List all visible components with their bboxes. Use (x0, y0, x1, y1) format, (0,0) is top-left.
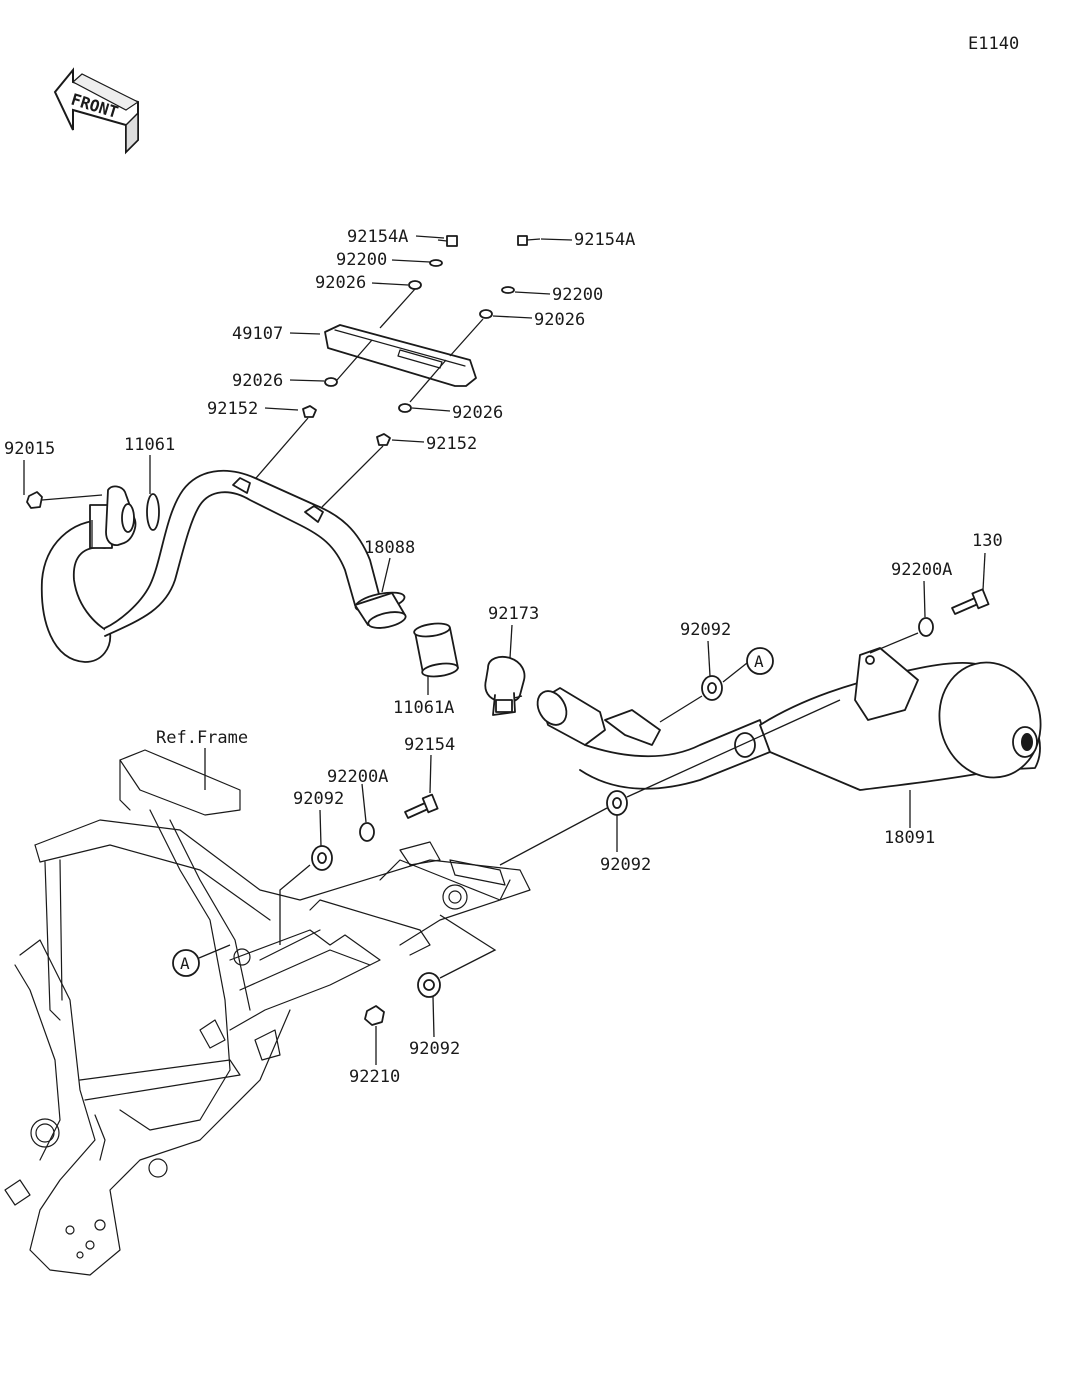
label-92026-bottom-right: 92026 (452, 403, 503, 423)
leader-92200A-upper (923, 580, 926, 618)
nut-92210[interactable] (364, 1005, 385, 1026)
label-92154A-left: 92154A (347, 227, 408, 247)
washer-92200-right[interactable] (501, 286, 515, 294)
leader-damper-left (279, 864, 311, 945)
diagram-code: E1140 (968, 34, 1019, 54)
label-92092-right: 92092 (600, 855, 651, 875)
damper-92092-lower[interactable] (417, 972, 441, 998)
muffler-18091[interactable] (532, 647, 1054, 791)
washer-92200A-lower[interactable] (359, 822, 375, 842)
leader-92092-left (319, 809, 322, 847)
header-pipe-18088[interactable] (40, 469, 407, 663)
damper-92092-right[interactable] (606, 790, 628, 816)
label-92173: 92173 (488, 604, 539, 624)
callout-a-top (746, 647, 774, 675)
ref-frame-label: Ref.Frame (156, 728, 248, 748)
label-92015: 92015 (4, 439, 55, 459)
label-92154: 92154 (404, 735, 455, 755)
leader-damper-right-muffler (626, 699, 841, 798)
nut-92152-left[interactable] (302, 405, 317, 418)
label-92152-left: 92152 (207, 399, 258, 419)
bolt-92154[interactable] (404, 793, 439, 819)
heat-guard-49107[interactable] (324, 324, 477, 387)
label-92152-right: 92152 (426, 434, 477, 454)
sleeve-gasket-11061A[interactable] (413, 622, 459, 679)
bolt-92154A-right[interactable] (517, 235, 541, 246)
callout-a-bottom (172, 949, 200, 977)
label-18088: 18088 (364, 538, 415, 558)
nut-92152-right[interactable] (376, 433, 391, 446)
label-92154A-right: 92154A (574, 230, 635, 250)
leader-130 (982, 552, 986, 591)
bolt-92154A-left[interactable] (437, 235, 458, 247)
label-18091: 18091 (884, 828, 935, 848)
front-arrow-icon: FRONT (53, 67, 140, 155)
callout-a-top-label: A (754, 652, 764, 671)
clamp-92173[interactable] (484, 655, 526, 716)
leader-callout-a-bottom (198, 944, 231, 959)
label-130: 130 (972, 531, 1003, 551)
label-92092-left: 92092 (293, 789, 344, 809)
gasket-11061[interactable] (146, 493, 160, 531)
callout-a-bottom-label: A (180, 954, 190, 973)
leader-damper-muffler (659, 695, 703, 723)
grommet-92026-top-right[interactable] (479, 309, 493, 319)
label-11061A: 11061A (393, 698, 454, 718)
label-92210: 92210 (349, 1067, 400, 1087)
label-92026-bottom-left: 92026 (232, 371, 283, 391)
label-49107: 49107 (232, 324, 283, 344)
label-92200-right: 92200 (552, 285, 603, 305)
leader-92092-upper (707, 640, 711, 677)
label-92092-upper: 92092 (680, 620, 731, 640)
leader-damper-right-frame (499, 807, 608, 866)
grommet-92026-bottom-right[interactable] (398, 403, 412, 413)
label-92200A-upper: 92200A (891, 560, 952, 580)
damper-92092-upper[interactable] (701, 675, 723, 701)
grommet-92026-bottom-left[interactable] (324, 377, 338, 387)
leader-18088 (381, 557, 391, 593)
flange-11061-side[interactable] (105, 485, 137, 546)
leader-damper-lower-frame (439, 914, 497, 979)
leader-92092-lower (432, 996, 435, 1038)
leader-washer-muffler (869, 632, 919, 654)
label-92200-left: 92200 (336, 250, 387, 270)
leader-92154 (429, 754, 432, 794)
nut-92015[interactable] (23, 460, 103, 548)
washer-92200A-upper[interactable] (918, 617, 934, 637)
damper-92092-left[interactable] (311, 845, 333, 871)
bolt-130[interactable] (951, 588, 990, 615)
label-92026-top-right: 92026 (534, 310, 585, 330)
label-92200A-lower: 92200A (327, 767, 388, 787)
grommet-92026-top-left[interactable] (408, 280, 422, 290)
label-92092-lower: 92092 (409, 1039, 460, 1059)
label-92026-top-left: 92026 (315, 273, 366, 293)
leader-92173 (509, 624, 513, 659)
leader-callout-a-top (722, 662, 748, 683)
leader-lines-upper (249, 235, 573, 508)
label-11061: 11061 (124, 435, 175, 455)
leader-92200A-lower (361, 783, 367, 823)
washer-92200-left[interactable] (429, 259, 443, 267)
reference-frame (4, 749, 531, 1276)
